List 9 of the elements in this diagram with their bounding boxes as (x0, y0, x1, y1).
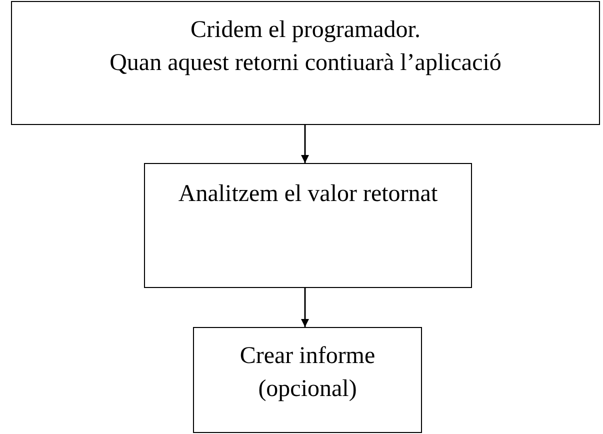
arrow (301, 125, 309, 163)
box-text: Cridem el programador. (190, 16, 420, 45)
process-box (11, 1, 600, 125)
box-text: Crear informe (opcional) (238, 342, 376, 404)
process-box (144, 163, 472, 288)
process-box (193, 327, 422, 433)
box-text: Quan aquest retorni contiuarà l’aplicació (110, 49, 502, 78)
box-text: Analitzem el valor retornat (178, 180, 438, 209)
arrow (301, 288, 309, 327)
